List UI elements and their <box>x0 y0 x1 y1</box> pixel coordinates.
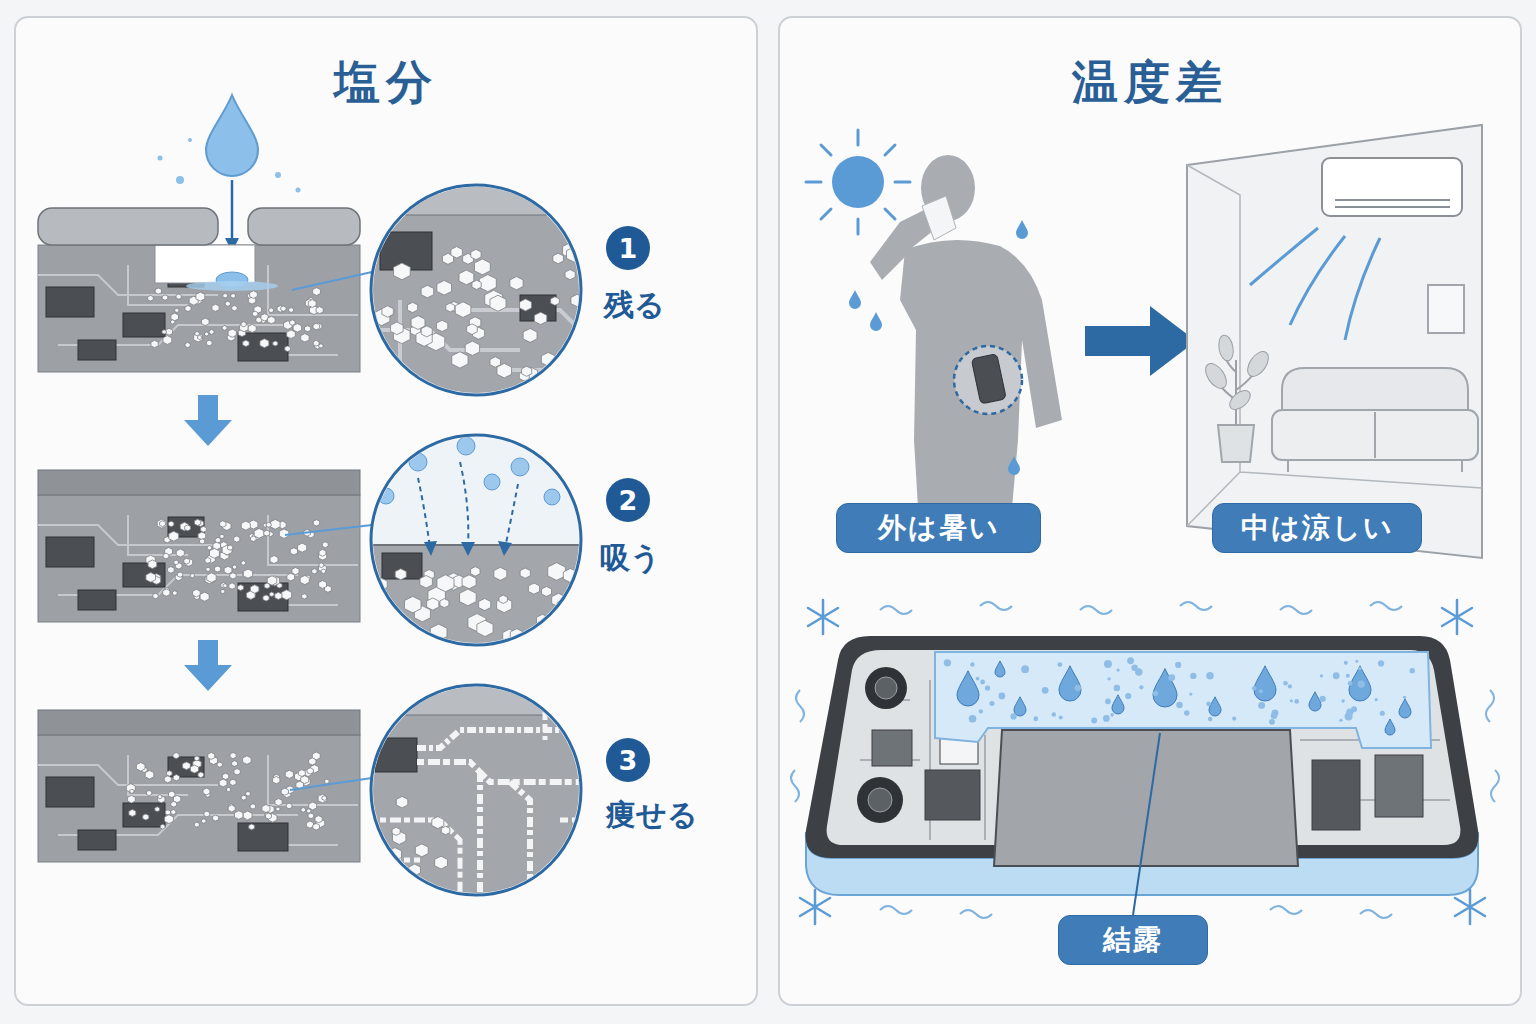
panel: 温度差外は暑い 中は涼しい結露 <box>778 16 1522 1006</box>
callout-number-text: 2 <box>619 485 638 516</box>
caption-pill: 中は涼しい <box>1212 503 1422 553</box>
step-label: 痩せる <box>606 795 698 836</box>
caption-text: 中は涼しい <box>1241 509 1394 547</box>
panel-title: 温度差 <box>780 52 1520 114</box>
callout-number-text: 3 <box>619 745 638 776</box>
step-label: 残る <box>604 285 665 326</box>
caption-text: 外は暑い <box>878 509 1000 547</box>
panel: 塩分 1 2 3 <box>14 16 758 1006</box>
step-label: 吸う <box>600 538 661 579</box>
callout-circle <box>606 226 650 270</box>
callout-number: 3 <box>606 738 650 782</box>
callout-number-text: 1 <box>619 233 638 264</box>
callout-number: 1 <box>606 226 650 270</box>
caption-pill: 外は暑い <box>836 503 1041 553</box>
callout-circle <box>606 478 650 522</box>
callout-circle <box>606 738 650 782</box>
panel-title: 塩分 <box>16 52 756 114</box>
callout-number: 2 <box>606 478 650 522</box>
caption-text: 結露 <box>1103 921 1163 959</box>
caption-pill: 結露 <box>1058 915 1208 965</box>
